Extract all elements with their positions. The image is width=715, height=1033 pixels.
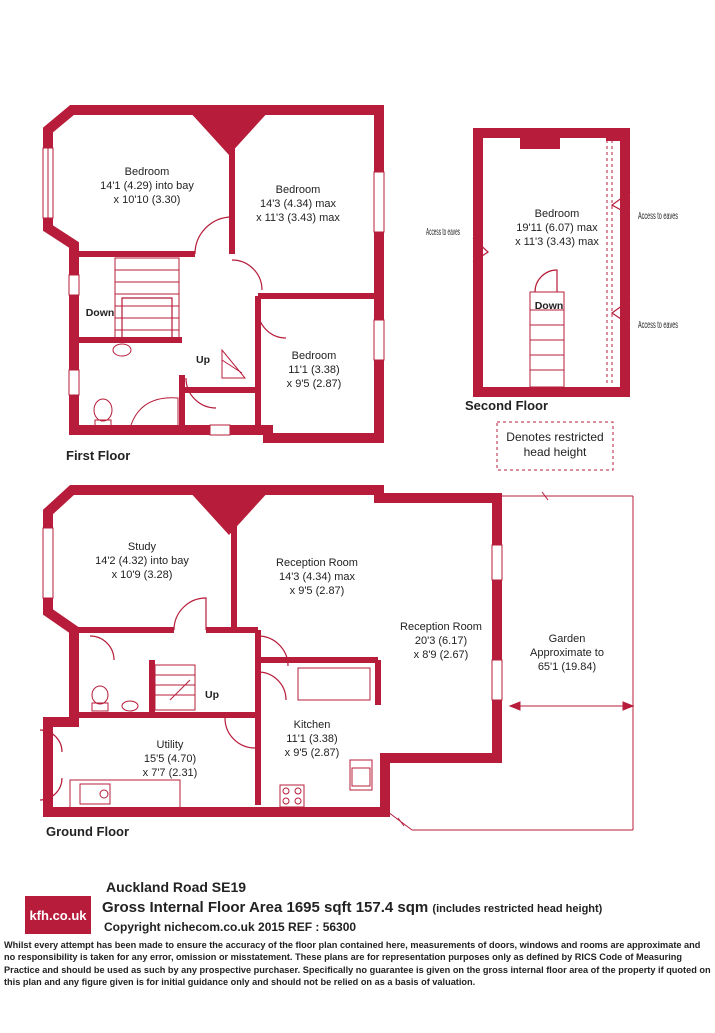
ground-floor-plan — [39, 485, 635, 831]
ff-bedroom-1-name: Bedroom — [125, 166, 170, 178]
ff-bedroom-3-name: Bedroom — [292, 350, 337, 362]
gf-kitchen-dim1: 11'1 (3.38) — [286, 733, 337, 745]
gf-reception-1-dim2: x 9'5 (2.87) — [290, 585, 345, 597]
gross-area-main: Gross Internal Floor Area 1695 sqft 157.… — [102, 899, 429, 916]
eaves-right-top-label: Access to eaves — [638, 211, 678, 222]
ff-stairs-up-marker: Up — [196, 354, 210, 366]
first-floor-label: First Floor — [66, 448, 131, 463]
gf-stairs-up-marker: Up — [205, 689, 219, 701]
ff-bedroom-3-dim2: x 9'5 (2.87) — [287, 378, 342, 390]
floor-plan: .wall { fill: none; stroke: #b71c3a; str… — [39, 105, 678, 831]
gf-reception-2-name: Reception Room — [400, 621, 482, 633]
ff-bedroom-1-dim2: x 10'10 (3.30) — [114, 194, 181, 206]
property-address: Auckland Road SE19 — [106, 879, 247, 895]
copyright: Copyright nichecom.co.uk 2015 REF : 5630… — [104, 920, 357, 934]
garden-dim1: Approximate to — [530, 647, 604, 659]
gf-utility-dim1: 15'5 (4.70) — [144, 753, 196, 765]
agent-logo: kfh.co.uk — [25, 896, 91, 934]
ff-bedroom-2-dim1: 14'3 (4.34) max — [260, 198, 337, 210]
garden-dim2: 65'1 (19.84) — [538, 661, 596, 673]
second-floor-label: Second Floor — [465, 398, 549, 413]
ff-stairs-down-marker: Down — [86, 307, 115, 319]
logo-text: kfh.co.uk — [29, 907, 87, 923]
gf-utility-dim2: x 7'7 (2.31) — [143, 767, 198, 779]
gf-reception-2-dim1: 20'3 (6.17) — [415, 635, 467, 647]
second-floor-plan — [472, 128, 631, 471]
ff-bedroom-3-dim1: 11'1 (3.38) — [288, 364, 339, 376]
ground-floor-label: Ground Floor — [46, 824, 130, 839]
gf-reception-1-dim1: 14'3 (4.34) max — [279, 571, 356, 583]
sf-bedroom-name: Bedroom — [535, 208, 580, 220]
gf-kitchen-name: Kitchen — [294, 719, 331, 731]
sf-bedroom-dim1: 19'11 (6.07) max — [516, 222, 598, 234]
disclaimer: Whilst every attempt has been made to en… — [4, 940, 711, 988]
ff-bedroom-1-dim1: 14'1 (4.29) into bay — [100, 180, 194, 192]
gf-kitchen-dim2: x 9'5 (2.87) — [285, 747, 340, 759]
ff-bedroom-2-dim2: x 11'3 (3.43) max — [256, 212, 340, 224]
gross-area: Gross Internal Floor Area 1695 sqft 157.… — [102, 899, 602, 916]
gf-study-dim2: x 10'9 (3.28) — [112, 569, 173, 581]
sf-bedroom-dim2: x 11'3 (3.43) max — [515, 236, 599, 248]
gf-reception-2-dim2: x 8'9 (2.67) — [414, 649, 469, 661]
gf-utility-name: Utility — [157, 739, 184, 751]
gf-reception-1-name: Reception Room — [276, 557, 358, 569]
legend-line-1: Denotes restricted — [506, 430, 603, 444]
gf-study-dim1: 14'2 (4.32) into bay — [95, 555, 189, 567]
sf-stairs-down-marker: Down — [535, 300, 564, 312]
first-floor-plan — [42, 105, 385, 443]
eaves-left-label: Access to eaves — [426, 227, 460, 238]
gf-study-name: Study — [128, 541, 157, 553]
legend-line-2: head height — [524, 445, 587, 459]
gross-area-note: (includes restricted head height) — [432, 903, 603, 915]
garden-name: Garden — [549, 633, 586, 645]
ff-bedroom-2-name: Bedroom — [276, 184, 321, 196]
eaves-right-bottom-label: Access to eaves — [638, 320, 678, 331]
